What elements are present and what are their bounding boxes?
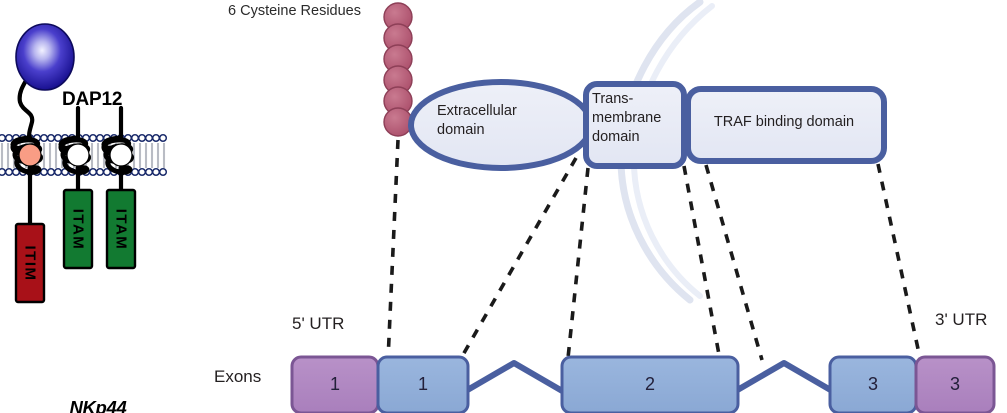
- itam-right-label: ITAM: [112, 208, 130, 250]
- itam-left-label: ITAM: [69, 208, 87, 250]
- exons-row-label: Exons: [214, 367, 262, 386]
- connector-traf-right: [876, 163, 922, 359]
- itim-box: [14, 222, 46, 304]
- connector-extracellular-right: [458, 157, 578, 361]
- intron-2-3: [732, 360, 836, 395]
- traf-binding-domain-shape: [685, 86, 887, 164]
- intron-lines: [462, 360, 836, 395]
- exon-3utr-3-number: 3: [949, 374, 960, 394]
- exon-coding-2-shape[interactable]: [560, 355, 740, 413]
- connector-extracellular-left: [386, 139, 400, 361]
- exon-coding-2-number: 2: [644, 374, 655, 394]
- cysteine-residues-label: 6 Cysteine Residues: [228, 3, 361, 19]
- extracellular-domain-label: Extracellular domain: [437, 103, 517, 138]
- nkp44-pore: [18, 143, 42, 167]
- itam-box-left: [62, 188, 94, 270]
- blue-sphere-ligand: [15, 23, 75, 91]
- dap12-label: DAP12: [62, 89, 123, 110]
- exon-coding-3-number: 3: [867, 374, 878, 394]
- exon-5utr-1-number: 1: [329, 374, 340, 394]
- domain-exon-connectors: [386, 139, 922, 361]
- exon-coding-1-number: 1: [417, 374, 428, 394]
- exon-3utr-3-shape[interactable]: [914, 355, 996, 413]
- intron-1-2: [462, 360, 566, 395]
- five-prime-utr-label: 5' UTR: [292, 314, 345, 333]
- gene-name-label: NKp44 NCR2/CD336: [8, 352, 188, 413]
- cysteine-residue-chain: [383, 2, 413, 137]
- dap12-right-pore: [109, 143, 133, 167]
- three-prime-utr-label: 3' UTR: [935, 310, 988, 329]
- itim-label-wrap: ITIM: [16, 224, 44, 302]
- connector-traf-left: [704, 164, 764, 361]
- itam-box-right: [105, 188, 137, 270]
- transmembrane-domain-shape: [583, 81, 687, 169]
- gene-name-line1: NKp44: [69, 397, 127, 413]
- itam-right-label-wrap: ITAM: [107, 190, 135, 268]
- itam-left-label-wrap: ITAM: [64, 190, 92, 268]
- exon-coding-1-shape[interactable]: [376, 355, 470, 413]
- cysteine-bead: [383, 107, 413, 137]
- connector-tm-left: [566, 167, 590, 359]
- traf-binding-domain-label: TRAF binding domain: [713, 114, 855, 130]
- transmembrane-domain-label: Trans- membrane domain: [592, 91, 662, 145]
- connector-tm-right: [682, 165, 722, 361]
- dap12-left-pore: [66, 143, 90, 167]
- itim-label: ITIM: [21, 245, 39, 281]
